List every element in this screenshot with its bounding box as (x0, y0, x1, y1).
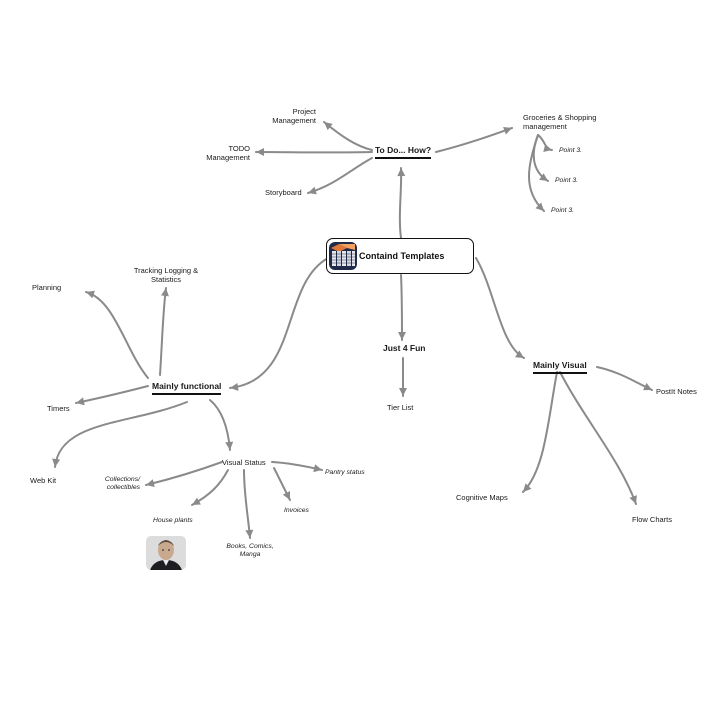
node-pantry-status[interactable]: Pantry status (325, 469, 365, 476)
node-timers[interactable]: Timers (47, 404, 70, 413)
edge-todo-project-arrowhead (324, 122, 333, 131)
node-project-management[interactable]: Project Management (272, 107, 316, 125)
edge-vs-collections (145, 461, 223, 486)
edge-groc-point3-arrowhead (535, 202, 544, 211)
edge-visual-postit (596, 366, 653, 391)
node-web-kit[interactable]: Web Kit (30, 476, 57, 485)
node-collections-collectibles[interactable]: Collections/ collectibles (104, 476, 140, 491)
edge-todo-storyboard (307, 157, 373, 194)
edge-func-webkit (54, 401, 188, 468)
node-groceries-shopping[interactable]: Groceries & Shopping management (523, 113, 597, 131)
node-flow-charts[interactable]: Flow Charts (632, 515, 673, 524)
hub-todo[interactable]: To Do... How? (375, 146, 432, 159)
edge-func-webkit-arrowhead (52, 458, 61, 467)
edge-vs-invoices-arrowhead (282, 491, 290, 500)
edge-todo-groceries-arrowhead (503, 127, 512, 135)
edge-func-tracking-arrowhead (161, 288, 169, 297)
hub-mainly-functional[interactable]: Mainly functional (152, 382, 222, 395)
node-invoices[interactable]: Invoices (284, 507, 309, 514)
node-house-plants[interactable]: House plants (153, 517, 193, 524)
edge-func-planning (85, 291, 149, 379)
edge-func-planning-arrowhead (86, 290, 95, 299)
root-label: Containd Templates (359, 251, 445, 261)
edge-todo-groceries (435, 127, 513, 153)
edge-root-functional-arrowhead (230, 383, 239, 391)
node-point-3[interactable]: Point 3. (551, 207, 575, 214)
person-photo-icon (146, 536, 186, 570)
edge-vs-books (243, 469, 251, 539)
edge-root-todo-arrowhead (397, 168, 406, 177)
node-todo-management[interactable]: TODO Management (206, 144, 250, 162)
edge-root-visual (475, 257, 525, 359)
node-visual-status[interactable]: Visual Status (222, 458, 266, 467)
edge-visual-flow (559, 371, 637, 505)
edge-func-tracking (159, 287, 167, 376)
node-tier-list[interactable]: Tier List (387, 403, 414, 412)
node-postit-notes[interactable]: PostIt Notes (656, 387, 697, 396)
edge-vs-pantry-arrowhead (313, 464, 322, 473)
edge-root-fun (400, 274, 403, 341)
edge-todo-project (323, 121, 373, 151)
edge-vs-collections-arrowhead (146, 479, 155, 487)
edge-vs-houseplants-arrowhead (192, 497, 201, 505)
edge-visual-cognitive (522, 371, 558, 493)
template-stack-icon (329, 242, 357, 270)
edge-groc-point1-arrowhead (543, 144, 552, 152)
root-node[interactable]: Containd Templates (326, 238, 474, 274)
edge-todo-todomgmt-arrowhead (256, 148, 264, 156)
edge-func-timers-arrowhead (76, 397, 85, 406)
hub-mainly-visual[interactable]: Mainly Visual (533, 361, 587, 374)
node-cognitive-maps[interactable]: Cognitive Maps (456, 493, 508, 502)
edge-visual-flow-arrowhead (629, 495, 637, 504)
node-books-comics-manga[interactable]: Books, Comics, Manga (226, 543, 274, 558)
mind-map-edges (52, 121, 653, 539)
node-point-1[interactable]: Point 3. (559, 147, 583, 154)
edge-vs-books-arrowhead (245, 529, 254, 538)
edge-visual-postit-arrowhead (643, 382, 652, 391)
edge-root-fun-arrowhead (398, 332, 406, 340)
edge-func-visualstatus-arrowhead (225, 441, 234, 450)
edge-groc-point2-arrowhead (539, 173, 548, 181)
edge-func-timers (75, 385, 149, 404)
edge-root-functional (229, 257, 329, 389)
node-planning[interactable]: Planning (32, 283, 62, 292)
edge-root-visual-arrowhead (515, 350, 524, 358)
hub-just-4-fun[interactable]: Just 4 Fun (383, 343, 426, 353)
edge-groc-point3 (528, 134, 545, 212)
edge-fun-tier-arrowhead (399, 388, 407, 396)
edge-root-todo (398, 167, 403, 239)
node-point-2[interactable]: Point 3. (555, 177, 579, 184)
node-storyboard[interactable]: Storyboard (265, 188, 302, 197)
edge-visual-cognitive-arrowhead (523, 483, 532, 492)
edge-todo-storyboard-arrowhead (308, 186, 317, 195)
node-tracking-logging[interactable]: Tracking Logging & Statistics (133, 266, 199, 284)
